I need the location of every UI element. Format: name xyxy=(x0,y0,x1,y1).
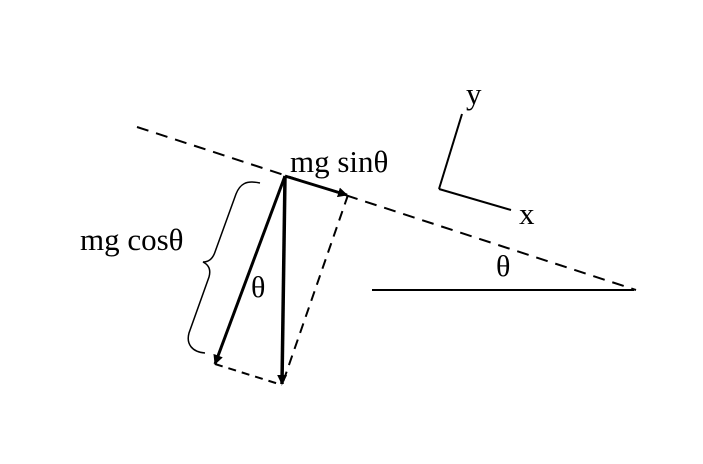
y-axis-line xyxy=(438,113,463,190)
dashed-parallel-line-bottom xyxy=(214,363,283,386)
mg-sin-label: mg sinθ xyxy=(290,144,388,179)
mg-cos-label: mg cosθ xyxy=(80,222,184,257)
weight-mg-arrow xyxy=(277,175,288,385)
theta-incline-label: θ xyxy=(496,250,510,283)
x-axis-label: x xyxy=(519,196,535,231)
dashed-parallel-line-right xyxy=(281,194,349,386)
theta-vectors-label: θ xyxy=(251,271,265,304)
incline-surface-line xyxy=(136,126,637,291)
mg-sin-arrow xyxy=(284,174,348,198)
x-axis-line xyxy=(438,188,512,211)
coordinate-axes xyxy=(438,113,512,211)
mg-cos-arrow xyxy=(213,175,287,365)
y-axis-label: y xyxy=(466,76,482,111)
mg-cos-brace xyxy=(187,181,261,354)
